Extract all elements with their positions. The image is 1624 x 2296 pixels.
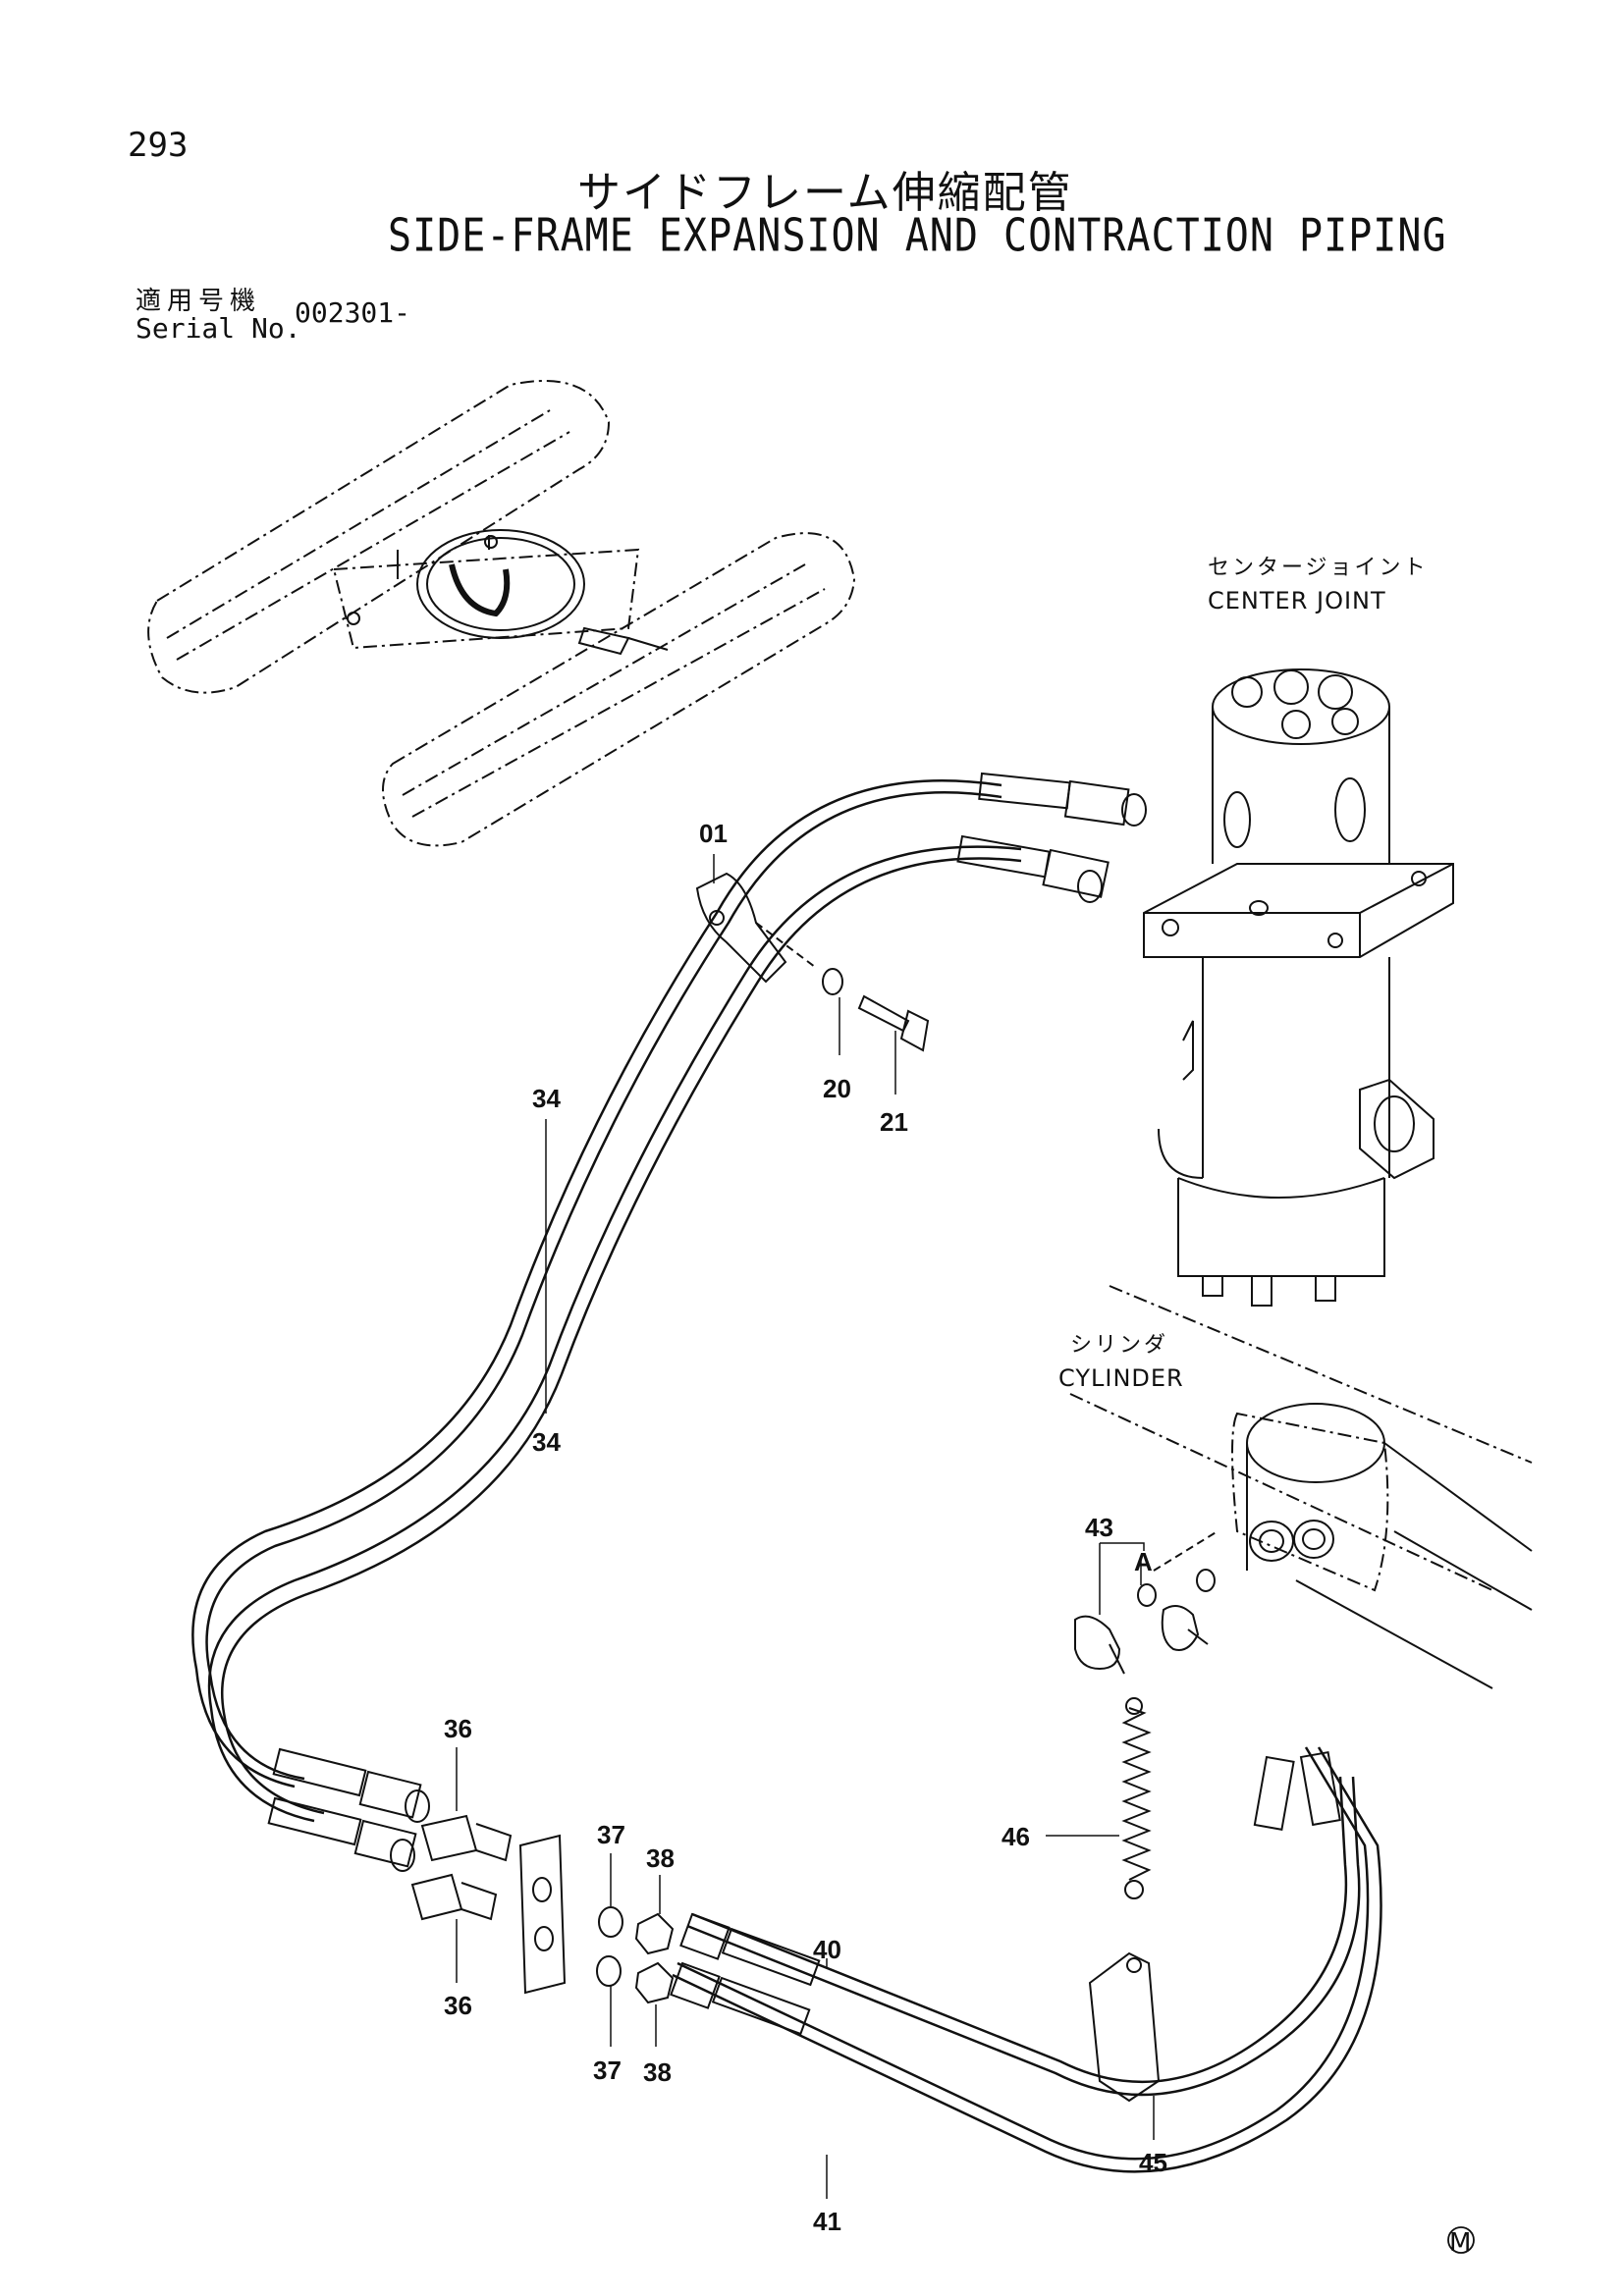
callout-36-lower: 36: [444, 1991, 472, 2020]
footer-mark: M: [1449, 2228, 1472, 2258]
cylinder-label-japanese: シリンダ: [1070, 1333, 1169, 1358]
hose-clamp-lower: [1088, 1951, 1161, 2103]
callout-20: 20: [823, 1074, 851, 1103]
center-joint-label-japanese: センタージョイント: [1208, 556, 1429, 580]
footer-mark-circle: [1447, 2226, 1475, 2254]
callout-46: 46: [1001, 1822, 1030, 1851]
callout-a: A: [1134, 1547, 1153, 1576]
callout-34-upper: 34: [532, 1084, 561, 1113]
page-title-english: SIDE-FRAME EXPANSION AND CONTRACTION PIP…: [388, 210, 1447, 262]
center-joint: [1143, 668, 1454, 1307]
spring-46: [1121, 1697, 1152, 1899]
page-title-japanese: サイドフレーム伸縮配管: [577, 168, 1073, 218]
callout-34-lower: 34: [532, 1427, 561, 1457]
page-number: 293: [128, 126, 189, 165]
hose-bundle: [191, 779, 1382, 2173]
serial-label-english: Serial No.: [135, 312, 301, 345]
adapters-36: [410, 1814, 513, 1921]
center-joint-label-english: CENTER JOINT: [1208, 587, 1386, 614]
washer-20: [822, 968, 843, 995]
bolt-21: [857, 994, 930, 1052]
cylinder-body: [1246, 1403, 1533, 1689]
callout-43: 43: [1085, 1513, 1113, 1542]
serial-number-value: 002301-: [295, 296, 411, 329]
serial-label-japanese: 適用号機: [135, 287, 262, 316]
callout-01: 01: [699, 819, 728, 848]
washers-37: [596, 1906, 623, 1987]
hose-clamp-upper: [695, 872, 816, 984]
elbows-43: [1074, 1530, 1218, 1675]
callout-41: 41: [813, 2207, 841, 2236]
callout-38-upper: 38: [646, 1843, 675, 1873]
cylinder: [1069, 1285, 1533, 1592]
callout-21: 21: [880, 1107, 908, 1137]
callout-45: 45: [1139, 2148, 1167, 2177]
hose-fittings: [267, 772, 1341, 2036]
callout-labels: 01 20 21 34 34 36 36 37 37 38 38 40 41 4…: [444, 819, 1167, 2236]
undercarriage-sketch: [147, 380, 856, 847]
callout-37-upper: 37: [597, 1820, 625, 1849]
cylinder-label-english: CYLINDER: [1058, 1364, 1184, 1392]
undercarriage-details: [347, 529, 669, 656]
callout-40: 40: [813, 1935, 841, 1964]
nuts-38: [634, 1912, 675, 2004]
mounting-plate: [518, 1834, 567, 1995]
callout-37-lower: 37: [593, 2056, 622, 2085]
callout-bracket: [1100, 1542, 1145, 1551]
leader-lines: [456, 854, 1155, 2199]
callout-36-upper: 36: [444, 1714, 472, 1743]
callout-38-lower: 38: [643, 2057, 672, 2087]
